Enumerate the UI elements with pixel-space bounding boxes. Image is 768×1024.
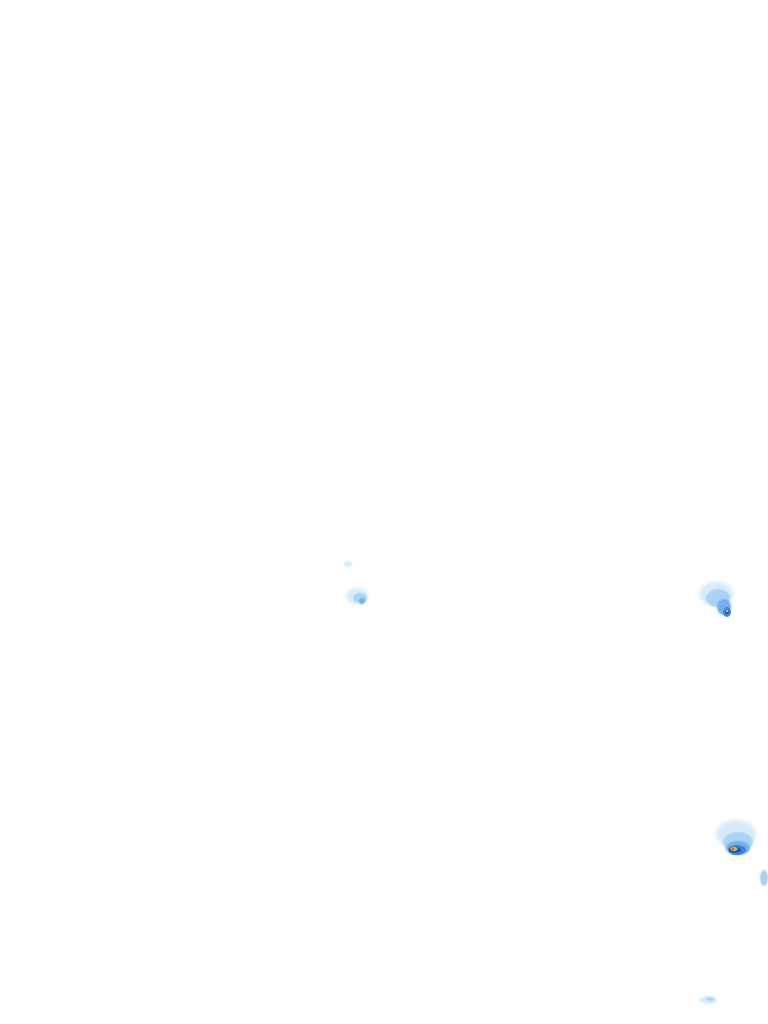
echo-light-area	[706, 997, 714, 1001]
echo-cell-east-edge	[760, 870, 768, 886]
echo-cell-north-center-small	[344, 561, 352, 567]
echo-light-area	[760, 870, 768, 886]
echo-cell-center	[346, 588, 368, 604]
echo-very-light-area	[344, 561, 352, 567]
echo-cell-southeast-bottom	[699, 996, 717, 1004]
echo-cell-east-lower	[716, 820, 756, 855]
echo-cell-east-upper	[699, 582, 733, 617]
echo-extreme-area	[731, 847, 735, 851]
echo-moderate-light-area	[359, 598, 365, 604]
echo-very-heavy-area	[725, 609, 729, 613]
